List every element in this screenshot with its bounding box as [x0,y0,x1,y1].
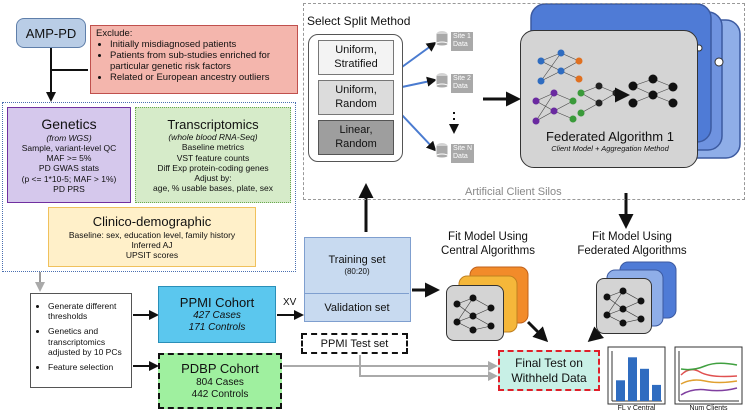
federated-algorithm-card: Federated Algorithm 1 Client Model + Agg… [520,30,698,168]
genetics-title: Genetics [41,116,97,133]
split-method-label: Uniform, Random [335,84,377,110]
pdbp-cohort-box: PDBP Cohort 804 Cases 442 Controls [158,353,282,409]
transcriptomics-box: Transcriptomics (whole blood RNA-Seq) Ba… [135,107,291,203]
xv-label: XV [283,297,297,308]
site-name: Site N [453,145,473,152]
site-name: Site 2 [453,75,471,82]
fit-central-line: Central Algorithms [441,245,535,258]
mini-bar [652,384,661,401]
amp-pd-box: AMP-PD [16,18,86,48]
training-label: Training set [328,254,386,267]
genetics-line: PD PRS [53,183,85,194]
mini-line-chart [674,346,743,405]
transcriptomics-line: Diff Exp protein-coding genes [157,162,269,173]
final-test-line: Final Test on [515,355,583,370]
mini-bar [640,368,649,401]
mini-bar [616,380,625,401]
arrow-split-siten [401,114,437,152]
clinico-line: UPSIT scores [125,249,179,260]
transcriptomics-line: VST feature counts [176,152,250,163]
ppmi-cohort-box: PPMI Cohort 427 Cases 171 Controls [158,286,276,343]
site-sub: Data [453,41,468,49]
clinico-line: Inferred AJ [131,239,173,250]
ppmi-test-box: PPMI Test set [301,333,408,354]
amp-pd-label: AMP-PD [25,25,77,41]
genetics-line: PD GWAS stats [38,163,100,174]
genetics-line: (p <= 1*10-5; MAF > 1%) [21,173,117,184]
silos-label: Artificial Client Silos [462,186,565,198]
central-model-card [446,285,504,341]
ppmi-cohort-title: PPMI Cohort [179,294,255,310]
neural-network-icon [453,294,495,334]
mini-bar [628,357,637,401]
federated-subtitle: Client Model + Aggregation Method [551,144,669,153]
database-icon [435,142,449,159]
exclude-item: Patients from sub-studies enriched for p… [110,50,292,73]
exclude-box: Exclude: Initially misdiagnosed patients… [90,25,298,94]
site-1: Site 1 Data [451,32,473,51]
site-sub: Data [453,83,468,91]
preprocess-item: Genetics and transcriptomics adjusted by… [48,326,127,357]
database-icon [435,30,449,47]
clinico-line: Baseline: sex, education level, family h… [68,229,236,240]
arrow-split-site1 [401,41,437,68]
transcriptomics-line: age, % usable bases, plate, sex [152,183,274,194]
neural-network-icon [603,287,645,327]
site-sub: Data [453,153,468,161]
preprocess-box: Generate different thresholds Genetics a… [30,293,132,388]
ppmi-controls: 171 Controls [188,322,246,334]
ppmi-test-label: PPMI Test set [320,337,389,350]
training-ratio: (80:20) [344,267,370,277]
pdbp-controls: 442 Controls [191,388,249,400]
genetics-line: Sample, variant-level QC [21,143,117,154]
database-icon [435,72,449,89]
clinico-box: Clinico-demographic Baseline: sex, educa… [48,207,256,267]
data-sources-block [2,102,296,272]
fit-federated-line: Fit Model Using [592,231,672,243]
split-method-stratified: Uniform, Stratified [318,40,394,75]
training-box: Training set (80:20) Validation set [304,237,411,322]
preprocess-item: Feature selection [48,362,127,372]
mini-chart-label: Num Clients [689,405,728,412]
mini-chart-label: FL v Central [617,405,656,412]
federated-title: Federated Algorithm 1 [546,129,674,144]
validation-label: Validation set [324,302,390,314]
transcriptomics-line: Adjust by: [194,172,232,183]
site-name: Site 1 [453,33,471,40]
preprocess-item: Generate different thresholds [48,301,127,321]
clinico-title: Clinico-demographic [92,213,212,229]
split-method-label: Uniform, Stratified [334,44,378,70]
fit-central-label: Fit Model Using Central Algorithms [428,230,548,259]
site-2: Site 2 Data [451,74,473,93]
neural-network-icon [532,49,678,125]
final-test-line: Withheld Data [511,370,587,385]
mini-bar-chart [607,346,666,405]
final-test-box: Final Test on Withheld Data [498,350,600,391]
arrow-split-site2 [401,76,437,88]
silos-region [303,3,745,200]
exclude-item: Related or European ancestry outliers [110,72,292,84]
pdbp-cases: 804 Cases [196,376,244,388]
pdbp-cohort-title: PDBP Cohort [181,361,259,377]
fit-federated-line: Federated Algorithms [577,245,687,258]
genetics-line: MAF >= 5% [46,153,92,164]
exclude-item: Initially misdiagnosed patients [110,39,292,51]
transcriptomics-line: Baseline metrics [181,142,245,153]
genetics-subtitle: (from WGS) [46,132,92,143]
fit-federated-label: Fit Model Using Federated Algorithms [568,230,696,259]
transcriptomics-title: Transcriptomics [167,116,259,132]
federated-model-card [596,278,652,334]
split-title: Select Split Method [307,14,411,28]
split-method-label: Linear, Random [335,124,377,150]
genetics-box: Genetics (from WGS) Sample, variant-leve… [7,107,131,203]
transcriptomics-subtitle: (whole blood RNA-Seq) [168,132,258,143]
ppmi-cases: 427 Cases [193,310,241,322]
site-n: Site N Data [451,144,475,163]
fit-central-line: Fit Model Using [448,231,528,243]
split-method-random: Uniform, Random [318,80,394,115]
arrow-central-to-final [526,320,549,343]
split-method-linear: Linear, Random [318,120,394,155]
arrow-test-to-final [359,355,498,381]
exclude-title: Exclude: [96,28,133,39]
